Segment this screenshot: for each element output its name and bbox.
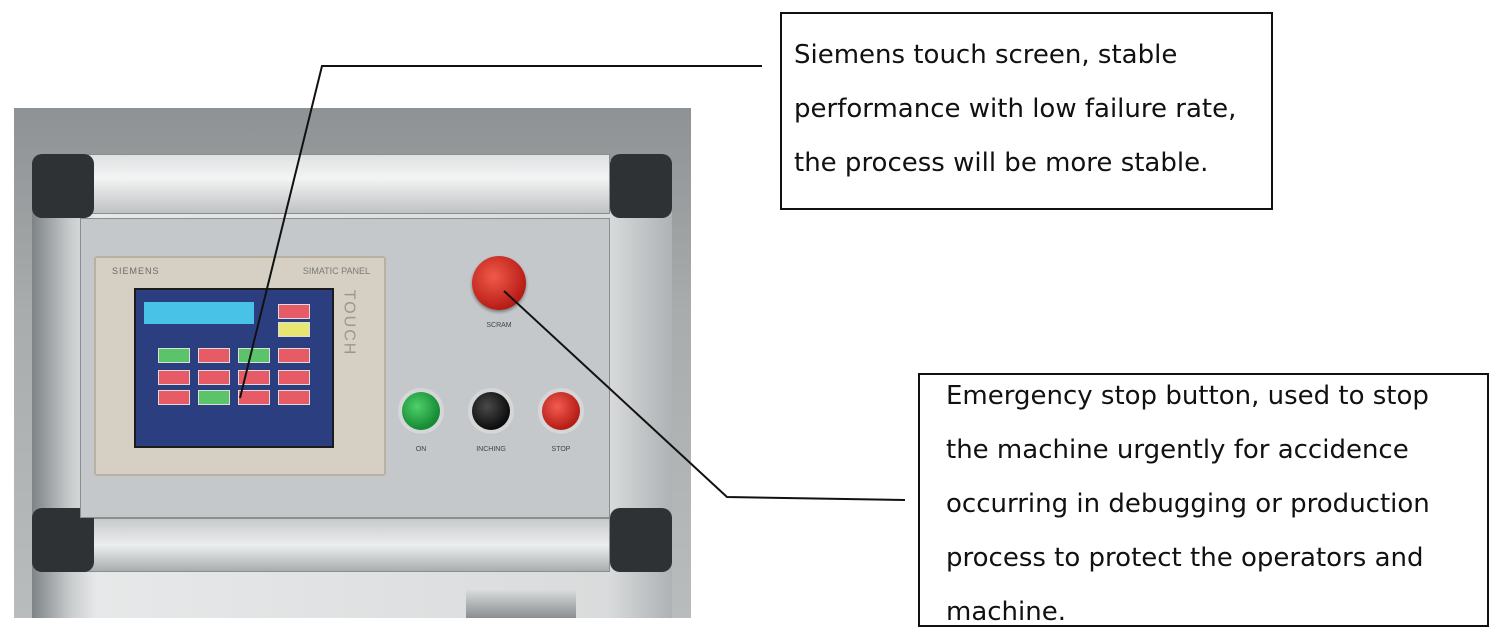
emergency-stop-callout-text: Emergency stop button, used to stop the … [946, 381, 1430, 627]
hmi-screen-key [158, 390, 190, 405]
hmi-screen-key [238, 390, 270, 405]
frame-corner [32, 154, 94, 218]
hmi-screen-key [278, 348, 310, 363]
panel-bottom-bar [76, 518, 610, 572]
hmi-screen-key [198, 370, 230, 385]
hmi-screen-key [238, 348, 270, 363]
frame-corner [610, 154, 672, 218]
panel-top-bar [76, 154, 610, 214]
scram-label: SCRAM [486, 322, 512, 329]
hmi-screen-key [198, 390, 230, 405]
machine-bracket [466, 590, 576, 618]
emergency-stop-callout: Emergency stop button, used to stop the … [918, 373, 1489, 627]
hmi-screen-key [158, 348, 190, 363]
hmi-touch-label: TOUCH [340, 289, 358, 357]
touch-screen-callout-text: Siemens touch screen, stable performance… [794, 40, 1237, 178]
hmi-screen-header [144, 302, 254, 324]
hmi-model-label: SIMATIC PANEL [302, 266, 370, 276]
hmi-screen-key [278, 370, 310, 385]
inching-label: INCHING [476, 446, 506, 453]
hmi-screen-key [238, 370, 270, 385]
inching-button [472, 392, 510, 430]
hmi-screen-key [158, 370, 190, 385]
touch-screen-callout: Siemens touch screen, stable performance… [780, 12, 1273, 210]
on-label: ON [415, 446, 427, 453]
stop-button [542, 392, 580, 430]
on-button [402, 392, 440, 430]
siemens-touch-panel: SIEMENS SIMATIC PANEL TOUCH [94, 256, 386, 476]
hmi-screen [134, 288, 334, 448]
stop-label: STOP [551, 446, 571, 453]
hmi-screen-key [278, 390, 310, 405]
hmi-screen-key [278, 322, 310, 337]
emergency-stop-button [472, 256, 526, 310]
hmi-brand-label: SIEMENS [112, 266, 160, 276]
frame-corner [610, 508, 672, 572]
hmi-screen-key [278, 304, 310, 319]
hmi-screen-key [198, 348, 230, 363]
machine-control-panel-photo: SIEMENS SIMATIC PANEL TOUCH SCRAM ON INC… [14, 108, 691, 618]
frame-corner [32, 508, 94, 572]
